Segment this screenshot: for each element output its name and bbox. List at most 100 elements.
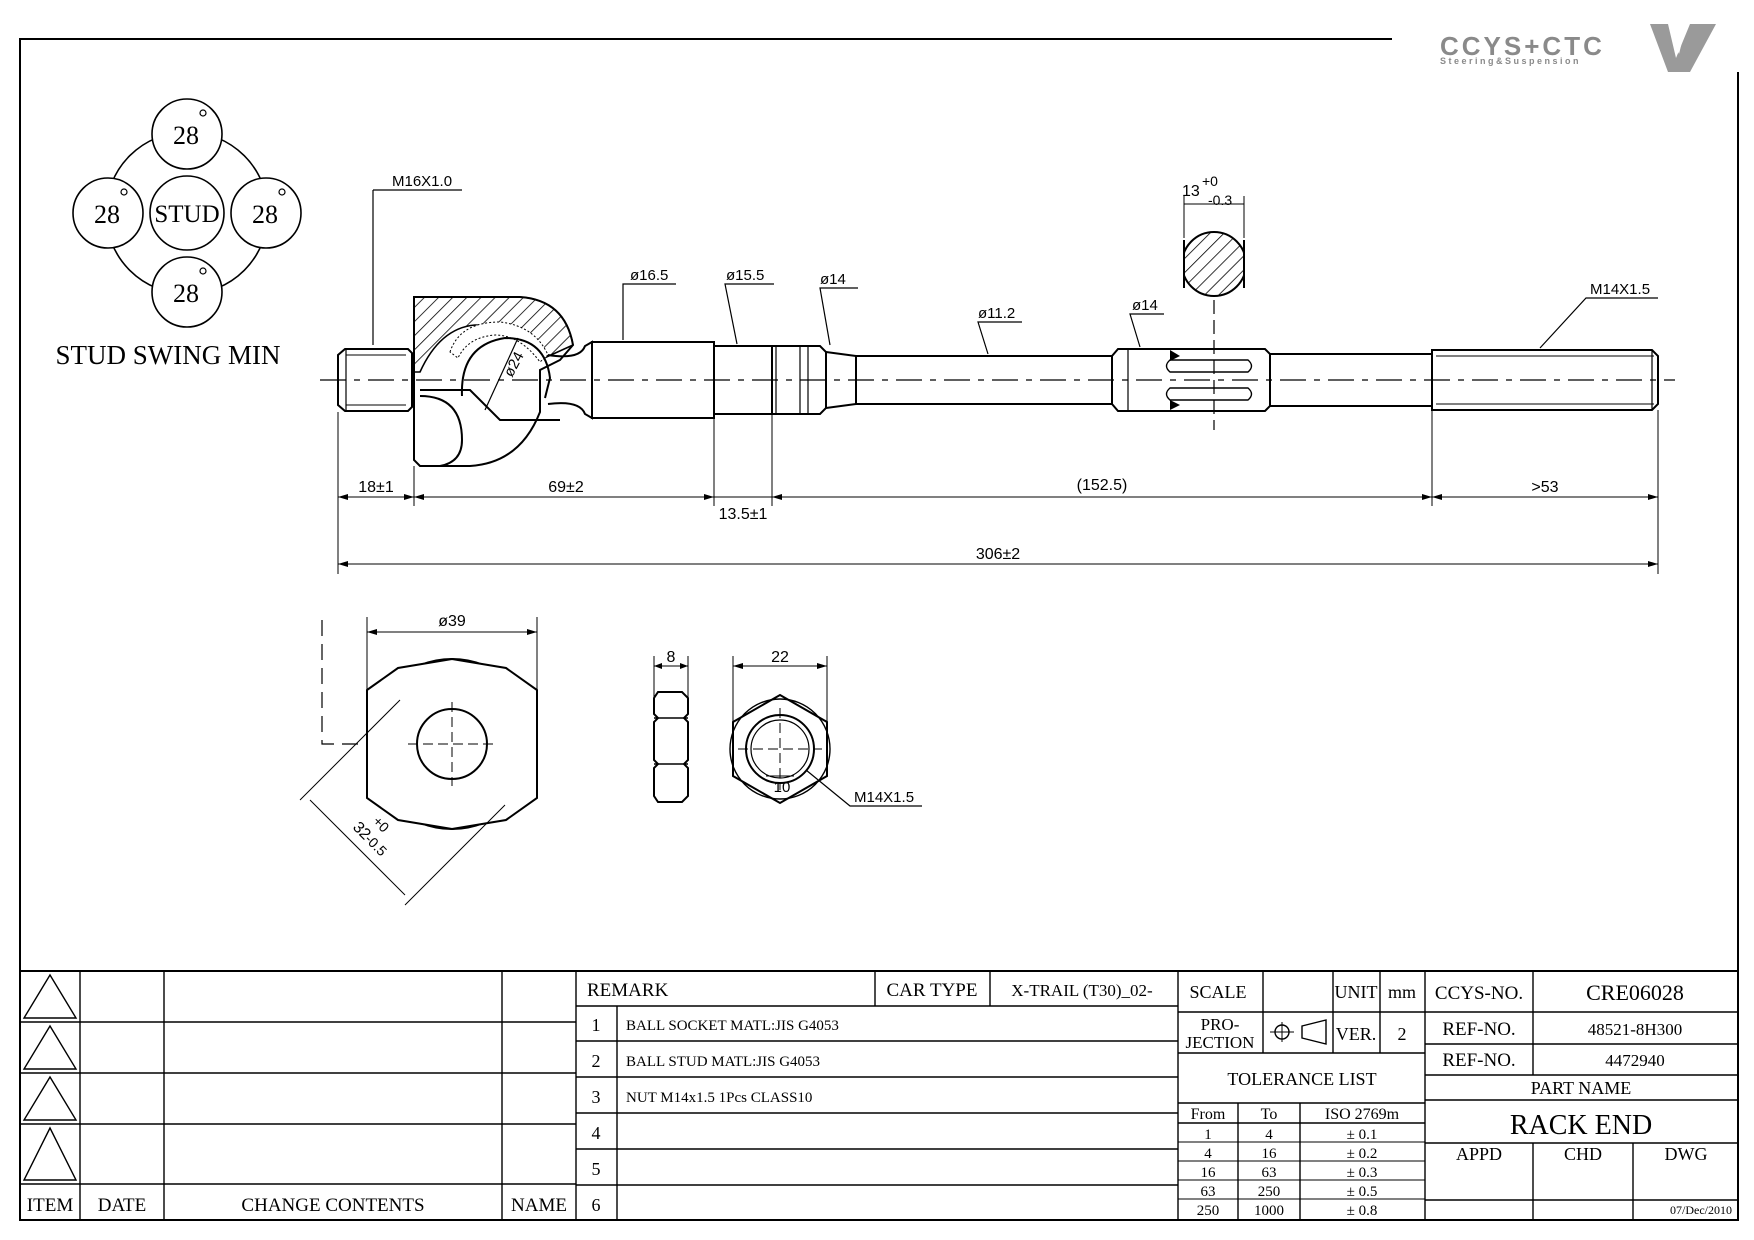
leader-line [724, 283, 774, 345]
tol-cell: ± 0.8 [1347, 1203, 1378, 1219]
leader-line [622, 283, 676, 340]
dim-d11-2: ø11.2 [978, 305, 1015, 322]
tol-cell: 1000 [1254, 1203, 1284, 1219]
leader-line [1129, 313, 1164, 348]
flat-cut [1244, 226, 1252, 302]
third-angle-projection-icon [1270, 1019, 1327, 1045]
dim-d16-5: ø16.5 [630, 267, 668, 284]
leader-line [977, 321, 1022, 355]
tol-cell: 16 [1262, 1146, 1278, 1162]
dim-d24: ø24 [501, 349, 528, 380]
dim-len-13-5: 13.5±1 [719, 506, 768, 523]
scale-label: SCALE [1189, 982, 1246, 1002]
unit-label: UNIT [1335, 982, 1378, 1002]
tol-cell: ± 0.3 [1347, 1165, 1378, 1181]
ccys-no-label: CCYS-NO. [1435, 983, 1523, 1004]
tol-cell: ± 0.1 [1347, 1127, 1378, 1143]
remark-text: NUT M14x1.5 1Pcs CLASS10 [626, 1090, 812, 1106]
car-type-value: X-TRAIL (T30)_02- [1011, 981, 1153, 1000]
remark-header: REMARK [587, 980, 669, 1001]
nut-side-view: 8 [653, 649, 689, 803]
diameter-callouts: M16X1.0 ø16.5 ø15.5 ø14 ø11.2 ø14 ø24 13… [372, 173, 1658, 411]
socket-end-view: ø39 32 +0 -0.5 [299, 613, 538, 906]
remark-no: 2 [592, 1051, 601, 1071]
remark-no: 4 [592, 1123, 601, 1143]
degree-mark-icon [278, 188, 286, 196]
ball-lower-cap [419, 395, 464, 467]
ccys-no-value: CRE06028 [1586, 980, 1684, 1005]
leader-line [805, 769, 922, 807]
tol-cell: 250 [1197, 1203, 1220, 1219]
shaft-d11-2 [855, 355, 1113, 405]
revision-triangle-icon [22, 1075, 78, 1121]
angle-bubble-right [230, 177, 302, 249]
remark-no: 1 [592, 1015, 601, 1035]
flat-cut [1176, 226, 1184, 302]
length-dimensions: 18±1 69±2 13.5±1 (152.5) >53 306±2 [337, 410, 1659, 574]
projection-line [321, 620, 452, 745]
angle-bubble-left [72, 177, 144, 249]
dwg-label: DWG [1665, 1144, 1708, 1164]
degree-mark-icon [120, 188, 128, 196]
tol-cell: 63 [1262, 1165, 1277, 1181]
projection-label-line2: JECTION [1186, 1033, 1255, 1052]
nut-profile [653, 691, 689, 803]
stud-circle [149, 175, 225, 251]
stud-swing-diagram: 28 28 28 28 STUD STUD SWING MIN [56, 98, 302, 370]
revision-triangle-icon [22, 973, 78, 1019]
car-type-label: CAR TYPE [887, 980, 978, 1001]
nut-end-view: 22 10 M14X1.5 [729, 649, 922, 807]
dimension-line [309, 799, 406, 896]
header-item: ITEM [27, 1195, 74, 1216]
swing-angle-top: 28 [173, 121, 199, 150]
tol-cell: ± 0.5 [1347, 1184, 1378, 1200]
ver-value: 2 [1398, 1024, 1407, 1044]
wrench-flat-lower [1165, 387, 1253, 401]
extension-line [404, 804, 506, 906]
header-date: DATE [98, 1195, 147, 1216]
ref-no-value-1: 48521-8H300 [1588, 1020, 1682, 1039]
ball-stud-neck [420, 389, 560, 421]
ref-no-label-2: REF-NO. [1442, 1050, 1515, 1071]
tol-cell: 250 [1258, 1184, 1281, 1200]
remark-text: BALL STUD MATL:JIS G4053 [626, 1054, 820, 1070]
flat-marker-icon [1170, 350, 1180, 410]
wrench-flat-upper [1165, 359, 1253, 373]
appd-label: APPD [1456, 1144, 1502, 1164]
remark-text: BALL SOCKET MATL:JIS G4053 [626, 1018, 839, 1034]
logo-mark-icon [1650, 24, 1716, 72]
tolerance-title: TOLERANCE LIST [1227, 1069, 1376, 1089]
leader-line [1539, 297, 1658, 349]
swing-angle-left: 28 [94, 200, 120, 229]
part-name-label: PART NAME [1531, 1078, 1631, 1098]
remark-no: 5 [592, 1159, 601, 1179]
revision-triangle-icon [22, 1126, 78, 1181]
dim-nut-inner: 10 [774, 779, 791, 796]
tol-cell: ± 0.2 [1347, 1146, 1378, 1162]
extension-line [299, 699, 401, 801]
dim-d14-b: ø14 [1132, 297, 1158, 314]
leader-line [484, 337, 519, 411]
dim-flat-tol-plus: +0 [1202, 173, 1218, 189]
dim-flat-tol-minus: -0.3 [1208, 192, 1232, 208]
leader-line [819, 287, 858, 346]
dimension-arrow-icon [654, 663, 688, 669]
stud-swing-caption: STUD SWING MIN [56, 340, 281, 370]
rack-end-side-view [320, 196, 1675, 467]
stud-label: STUD [154, 201, 219, 228]
tol-cell: 63 [1201, 1184, 1216, 1200]
dim-d14-a: ø14 [820, 271, 846, 288]
ball-head [460, 336, 552, 399]
logo-tagline: Steering&Suspension [1440, 56, 1581, 66]
dim-flat-width: 13 [1182, 183, 1200, 200]
flat-section-view [1176, 196, 1252, 302]
tol-cell: 16 [1201, 1165, 1217, 1181]
tol-header-iso: ISO 2769m [1325, 1106, 1400, 1123]
ver-label: VER. [1336, 1024, 1377, 1044]
header-name: NAME [511, 1195, 567, 1216]
tol-cell: 1 [1204, 1127, 1212, 1143]
drawing-date: 07/Dec/2010 [1670, 1203, 1732, 1217]
body-d14 [772, 345, 827, 415]
tol-cell: 4 [1265, 1127, 1273, 1143]
dim-nut-thread: M14X1.5 [854, 789, 914, 806]
